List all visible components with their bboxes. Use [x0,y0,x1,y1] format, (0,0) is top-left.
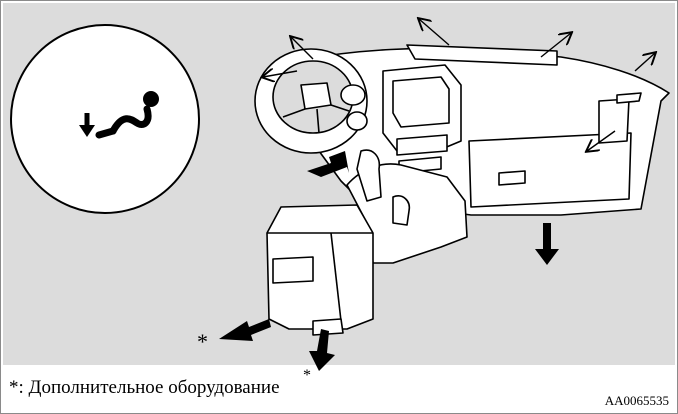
footnote-text: *: Дополнительное оборудование [9,377,280,399]
dashboard-body [255,45,669,335]
footnote-marker: * [197,329,208,355]
footnote-overlay-marker: * [303,367,311,385]
figure-code: AA0065535 [605,393,669,409]
air-flow-feet-icon [11,25,199,213]
